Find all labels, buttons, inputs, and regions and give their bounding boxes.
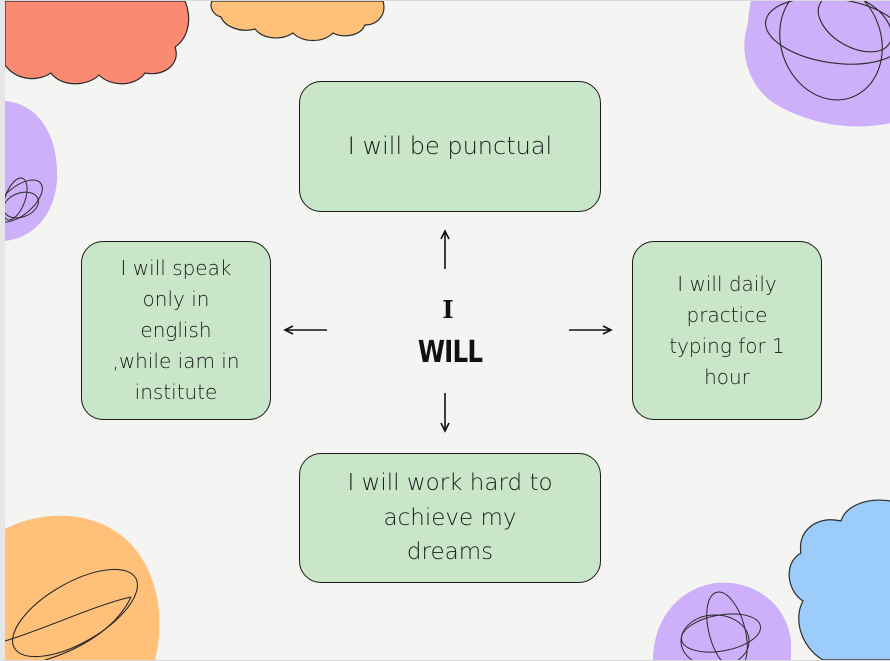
goal-text-left: I will speak only in english ,while iam … [112,256,240,404]
goal-box-right: I will daily practice typing for 1 hour [632,241,822,420]
decorative-blobs [5,1,890,660]
orange-blob-bottom-left [5,515,160,660]
blue-blob-bottom-right [788,499,890,660]
goal-text-right: I will daily practice typing for 1 hour [669,271,785,389]
scribble-left [5,177,43,223]
purple-blob-top-right [744,1,890,127]
arrows [283,229,613,433]
center-title-line1: I [442,295,454,324]
goal-box-bottom: I will work hard to achieve my dreams [299,453,601,583]
purple-blob-left [5,101,58,241]
goal-text-top: I will be punctual [347,131,553,160]
goal-box-left: I will speak only in english ,while iam … [81,241,271,420]
goal-box-top: I will be punctual [299,81,601,212]
center-title-line2: WILL [417,335,483,370]
goal-text-bottom: I will work hard to achieve my dreams [347,470,553,566]
red-blob-top-left [5,1,190,85]
purple-blob-bottom [653,582,791,660]
orange-blob-top [210,1,385,42]
scribble-bottom-left [5,568,138,660]
scribble-bottom [680,591,762,660]
